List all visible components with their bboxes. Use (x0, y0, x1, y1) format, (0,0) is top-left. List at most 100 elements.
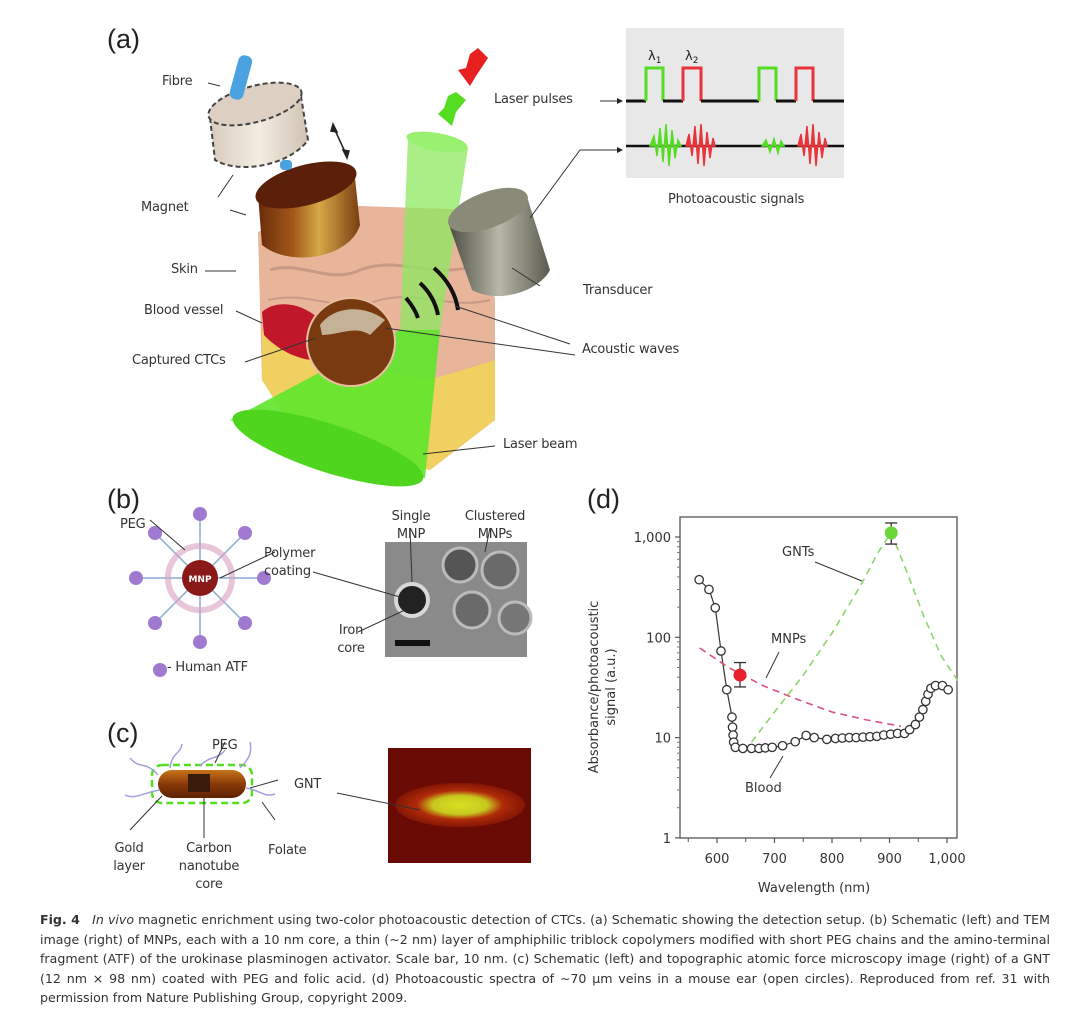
mnp-core-label: MNP (188, 575, 211, 585)
ghost-magnet (207, 55, 310, 170)
data-point-blood (790, 736, 801, 747)
panel-a-schematic (205, 48, 623, 487)
photoacoustic-spectrum-chart: 1 10 100 1,000 600 700 800 900 1,000 GNTs MNPs B… (587, 516, 966, 896)
data-point-blood (710, 602, 721, 613)
data-point-blood (716, 646, 726, 656)
label-laser-beam: Laser beam (503, 437, 578, 452)
data-point-blood (809, 732, 820, 743)
leader-lines (205, 82, 617, 455)
series-mnps (699, 647, 902, 727)
x-tick-label: 800 (820, 852, 845, 867)
data-point-blood (821, 734, 832, 745)
annotation-gnts-leader (814, 561, 863, 582)
data-point-blood (801, 730, 811, 741)
annotation-mnps: MNPs (771, 632, 807, 647)
series-blood (694, 574, 954, 754)
label-acoustic-waves: Acoustic waves (582, 342, 680, 357)
label-captured-ctcs: Captured CTCs (132, 353, 226, 368)
movement-arrow-icon (330, 121, 350, 161)
label-photoacoustic-signals: Photoacoustic signals (668, 192, 805, 207)
tem-image (312, 527, 533, 657)
label-transducer: Transducer (583, 283, 653, 298)
laser-arrows-icon (438, 48, 488, 126)
label-magnet: Magnet (141, 200, 189, 215)
measured-marker (733, 668, 747, 682)
annotation-blood-leader (769, 755, 784, 779)
label-folate: Folate (268, 843, 307, 858)
y-tick-label: 100 (646, 631, 671, 646)
laser-pulse-trace (626, 66, 844, 103)
measured-marker (884, 526, 898, 540)
transducer (448, 187, 550, 297)
y-tick-label: 1,000 (634, 531, 671, 546)
y-axis-label: Absorbance/photoacoustic signal (a.u.) (587, 601, 619, 774)
label-human-atf: - Human ATF (167, 660, 248, 675)
data-point-blood (727, 712, 737, 722)
label-peg-c: PEG (212, 738, 238, 753)
panel-c-label: (c) (107, 718, 139, 748)
panel-b-label: (b) (107, 484, 140, 514)
magnet (255, 161, 360, 258)
annotation-gnts: GNTs (782, 545, 815, 560)
x-tick-label: 700 (762, 852, 787, 867)
pulse-diagram: λ1 λ2 (626, 49, 844, 167)
caption-italic-lead: In vivo (92, 912, 135, 927)
label-fibre: Fibre (162, 74, 193, 89)
mnp-schematic: MNP (129, 507, 276, 677)
atf-protein-icons (129, 507, 271, 649)
label-blood-vessel: Blood vessel (144, 303, 224, 318)
x-axis-label: Wavelength (nm) (758, 881, 870, 896)
label-polymer-coating-1: Polymer (264, 546, 316, 561)
x-tick-label: 1,000 (928, 852, 965, 867)
data-point-blood (704, 584, 714, 595)
panel-b-graphics: MNP (129, 507, 533, 677)
data-point-blood (777, 740, 788, 751)
figure-caption: Fig. 4 In vivo magnetic enrichment using… (40, 910, 1050, 1008)
atf-legend-icon (153, 663, 167, 677)
signal-panel: λ1 λ2 (626, 28, 844, 178)
data-point-blood (738, 743, 748, 754)
data-point-blood (694, 574, 705, 585)
plot-frame (679, 516, 958, 839)
label-skin: Skin (171, 262, 198, 277)
caption-fig-label: Fig. 4 (40, 912, 80, 927)
measured-point (884, 522, 898, 545)
scale-bar (395, 640, 430, 646)
measured-point (733, 661, 747, 688)
panel-a-label: (a) (107, 24, 140, 54)
panel-d-label: (d) (587, 484, 620, 514)
data-point-blood (943, 684, 954, 695)
y-tick-label: 10 (654, 732, 671, 747)
lambda2-label: λ2 (685, 49, 698, 66)
label-laser-pulses: Laser pulses (494, 92, 573, 107)
lambda1-label: λ1 (648, 49, 661, 66)
panel-c-graphics (124, 741, 531, 863)
label-gnt: GNT (294, 777, 322, 792)
annotation-blood: Blood (745, 781, 782, 796)
data-point-blood (910, 719, 921, 730)
data-point-blood (721, 684, 732, 695)
x-tick-label: 900 (877, 852, 902, 867)
series-gnts (750, 531, 960, 743)
data-point-blood (767, 742, 778, 753)
series-line-gnts (750, 531, 960, 743)
annotation-mnps-leader (765, 651, 780, 679)
data-point-blood (917, 704, 928, 715)
label-polymer-coating-2: coating (264, 564, 311, 579)
y-tick-label: 1 (663, 832, 671, 847)
svg-text:Absorbance/photoacoustic: Absorbance/photoacoustic (587, 601, 602, 774)
series-line-mnps (699, 647, 902, 727)
afm-image (336, 748, 531, 863)
x-tick-label: 600 (705, 852, 730, 867)
label-peg-b: PEG (120, 517, 146, 532)
svg-text:signal (a.u.): signal (a.u.) (604, 648, 619, 725)
photoacoustic-trace (626, 123, 844, 167)
caption-text: magnetic enrichment using two-color phot… (40, 912, 1051, 1006)
gnt-schematic (124, 741, 279, 838)
data-point-blood (727, 722, 738, 733)
